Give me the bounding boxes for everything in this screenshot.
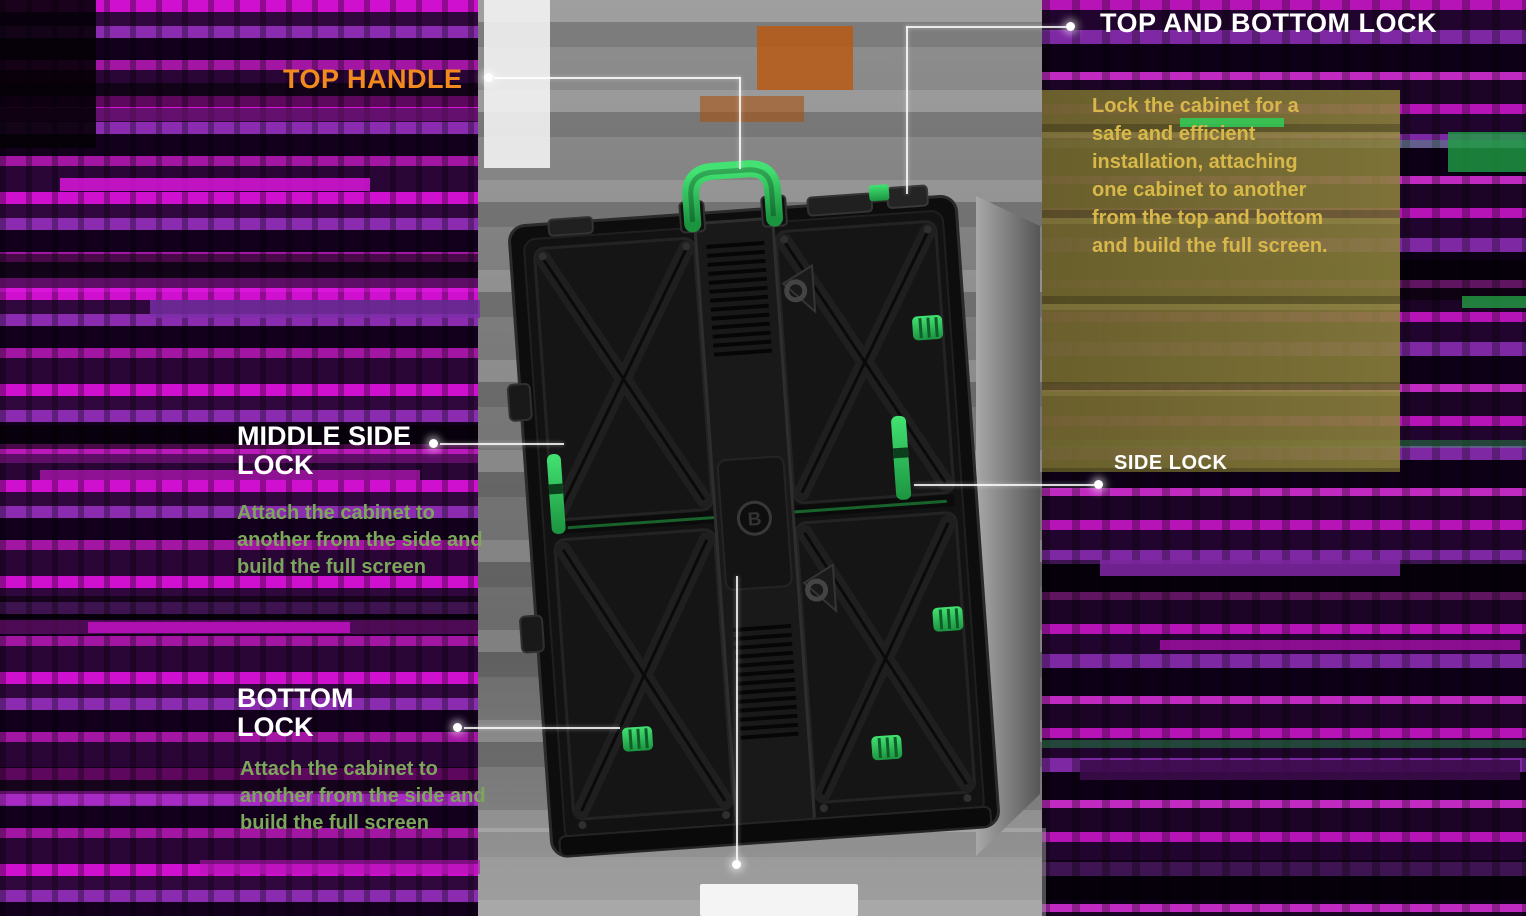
bottom-rail [558, 805, 993, 858]
glitch-bar [1462, 296, 1526, 308]
glitch-bar [1100, 560, 1400, 576]
top-bracket [547, 216, 594, 237]
bottom-lock-body: Attach the cabinet to another from the s… [240, 758, 486, 834]
middle-side-lock-heading: MIDDLE SIDE LOCK [237, 422, 411, 480]
top-bottom-lock-heading: TOP AND BOTTOM LOCK [1100, 8, 1438, 38]
glitch-patch [484, 0, 550, 168]
side-lock-right-label: SIDE LOCK [1114, 452, 1228, 474]
brand-logo: B [736, 500, 772, 536]
glitch-bar [757, 26, 853, 90]
bolts [538, 225, 972, 829]
leader-line-top-handle-h [494, 77, 740, 79]
glitch-block-khaki [1042, 90, 1400, 472]
glitch-bar [60, 178, 370, 191]
middle-side-lock-heading-line1: MIDDLE SIDE [237, 421, 412, 451]
panel-quadrant-bottom-right [795, 511, 976, 804]
leader-dot-bottom-lock [453, 723, 462, 732]
leader-line-bottom-lock [464, 727, 620, 729]
leader-dot-top-handle [484, 73, 493, 82]
cabinet-side-face [976, 196, 1040, 856]
middle-side-lock-body: Attach the cabinet to another from the s… [237, 502, 483, 578]
hinge-block [519, 614, 545, 654]
glitch-bar [40, 470, 420, 480]
panel-quadrant-top-right [774, 220, 955, 505]
lock-knob-bottom-left [622, 726, 654, 752]
svg-text:B: B [747, 509, 762, 531]
bottom-lock-heading-line2: LOCK [237, 712, 314, 742]
top-handle [678, 160, 788, 234]
glitch-bar [1080, 760, 1520, 780]
cabinet-body: B [506, 160, 1000, 858]
lock-knob-bottom-mid [871, 734, 903, 761]
bottom-lock-heading: BOTTOM LOCK [237, 684, 354, 742]
lock-knob-bottom-right [932, 606, 964, 632]
glitch-bar [1180, 118, 1284, 127]
leader-dot-bottom-center [732, 860, 741, 869]
leader-line-bottom-center [736, 576, 738, 864]
glitch-bar [0, 0, 96, 148]
hanging-ring-bottom [802, 563, 838, 614]
lock-knob-top-right [912, 315, 944, 341]
middle-side-lock-heading-line2: LOCK [237, 450, 314, 480]
leader-dot-middle-side-lock [429, 439, 438, 448]
hinge-block [506, 382, 533, 422]
glitch-bar [1448, 132, 1526, 172]
glitch-bar [200, 860, 480, 874]
glitch-bar [88, 622, 350, 633]
top-lock [868, 184, 890, 202]
led-cabinet-illustration: B [506, 160, 1040, 858]
hanging-ring-top [781, 263, 817, 314]
leader-line-middle-side-lock [440, 443, 564, 445]
vent-grille-bottom [733, 623, 799, 740]
panel-quadrant-top-left [533, 236, 714, 522]
leader-dot-top-bottom-lock [1066, 22, 1075, 31]
leader-dot-side-lock-right [1094, 480, 1103, 489]
panel-quadrant-bottom-left [553, 528, 735, 821]
top-bottom-lock-body: Lock the cabinet for a safe and efficien… [1092, 95, 1328, 257]
side-lock-left [546, 454, 566, 534]
glitch-background-left [0, 0, 484, 916]
side-lock-right [891, 415, 912, 500]
glitch-bar [150, 300, 480, 318]
leader-line-top-handle-v [739, 77, 741, 169]
top-bracket [806, 192, 874, 217]
vent-grille-top [706, 240, 772, 357]
leader-line-top-bottom-lock-h [906, 26, 1068, 28]
glitch-bar [1160, 640, 1520, 650]
bottom-lock-heading-line1: BOTTOM [237, 683, 354, 713]
leader-line-top-bottom-lock-v [906, 26, 908, 194]
top-handle-label: TOP HANDLE [283, 64, 463, 94]
glitch-bar [700, 884, 858, 916]
leader-line-side-lock-right [914, 484, 1096, 486]
glitch-bar [700, 96, 804, 122]
